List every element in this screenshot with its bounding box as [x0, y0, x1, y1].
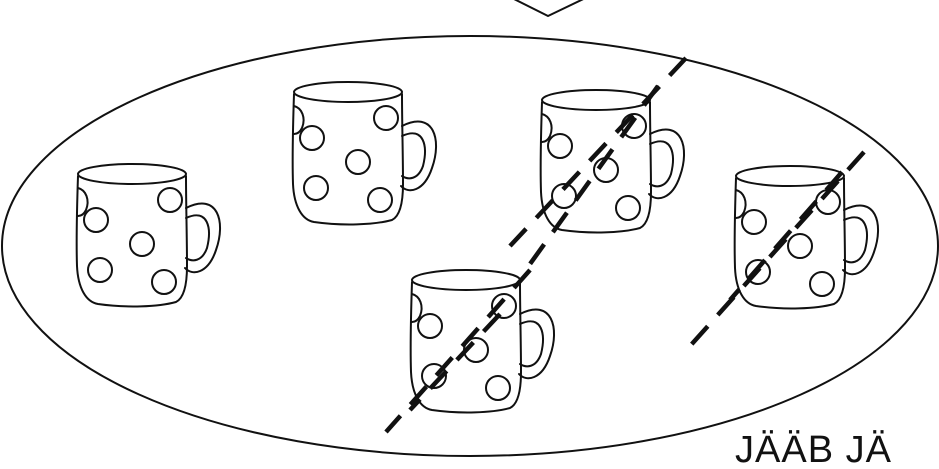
- mug-icon: [411, 270, 554, 412]
- mug-icon: [735, 166, 878, 308]
- mug-icon: [541, 90, 684, 232]
- mug-icon: [77, 164, 220, 306]
- crossed-out-line: [410, 314, 500, 410]
- crossed-out-line: [510, 58, 686, 246]
- incoming-arrow: [500, 0, 598, 16]
- caption-text: JÄÄB JÄ: [735, 429, 892, 469]
- mug-icon: [293, 82, 436, 224]
- set-ellipse: [2, 36, 938, 456]
